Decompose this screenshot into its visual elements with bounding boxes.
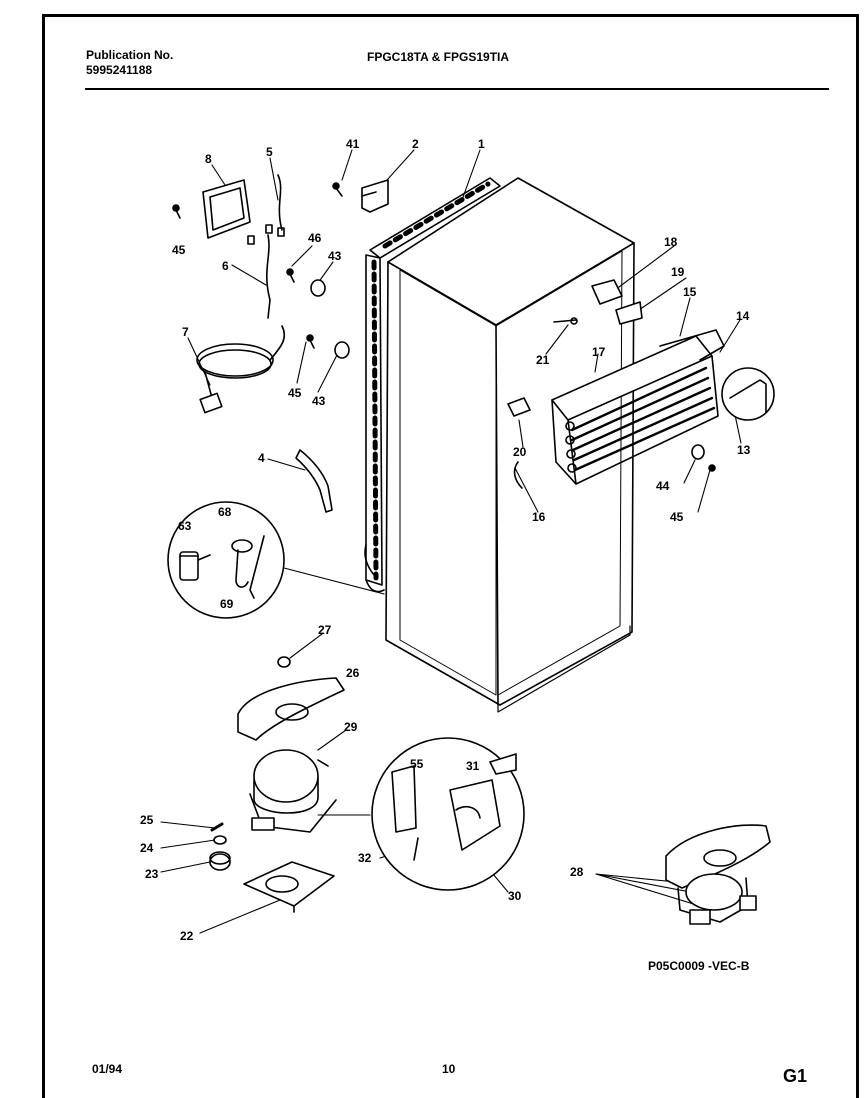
part-4-tube <box>295 449 333 513</box>
part-28-compressor-assembly <box>665 824 771 925</box>
part-18-19-brackets <box>591 279 643 325</box>
part-label: 7 <box>182 325 189 339</box>
refrigerator-cabinet <box>385 177 635 713</box>
part-label: 13 <box>737 443 751 457</box>
part-label: 15 <box>683 285 697 299</box>
part-13-sensor <box>721 367 775 421</box>
part-label: 23 <box>145 867 159 881</box>
part-label: 29 <box>344 720 358 734</box>
part-label: 55 <box>410 757 424 771</box>
header-rule <box>85 88 829 90</box>
page-frame-top <box>42 14 859 17</box>
part-7-power-cord <box>196 325 286 414</box>
part-label: 32 <box>358 851 372 865</box>
part-label: 19 <box>671 265 685 279</box>
part-label: 30 <box>508 889 522 903</box>
part-label: 8 <box>205 152 212 166</box>
part-29-compressor <box>249 749 337 833</box>
part-20-21-16 <box>507 317 578 489</box>
inset-detail-relay <box>371 737 525 891</box>
part-27-grommet <box>277 656 291 668</box>
part-2-bracket <box>361 179 389 213</box>
part-label: 27 <box>318 623 332 637</box>
footer-section-code: G1 <box>783 1066 808 1086</box>
part-label: 43 <box>328 249 342 263</box>
part-label: 26 <box>346 666 360 680</box>
part-label: 46 <box>308 231 322 245</box>
inset-detail-valve <box>167 501 285 619</box>
part-label: 6 <box>222 259 229 273</box>
page-frame-right <box>856 14 859 1098</box>
publication-number: 5995241188 <box>86 63 153 77</box>
part-label: 5 <box>266 145 273 159</box>
small-fasteners <box>172 182 716 472</box>
part-label: 24 <box>140 841 154 855</box>
parts-25-24-23-mounts <box>209 822 231 871</box>
part-label: 41 <box>346 137 360 151</box>
footer-date: 01/94 <box>92 1062 123 1076</box>
part-label: 21 <box>536 353 550 367</box>
part-label: 45 <box>172 243 186 257</box>
part-labels: 1 2 41 5 8 45 46 43 6 7 45 43 4 63 68 69… <box>140 137 751 943</box>
part-label: 68 <box>218 505 232 519</box>
part-label: 17 <box>592 345 606 359</box>
part-17-evaporator <box>551 329 725 485</box>
part-label: 2 <box>412 137 419 151</box>
part-label: 43 <box>312 394 326 408</box>
part-label: 18 <box>664 235 678 249</box>
part-label: 16 <box>532 510 546 524</box>
part-8-bracket-frame <box>202 179 251 239</box>
part-label: 28 <box>570 865 584 879</box>
part-label: 20 <box>513 445 527 459</box>
model-numbers: FPGC18TA & FPGS19TIA <box>367 50 510 64</box>
part-label: 14 <box>736 309 750 323</box>
figure-code: P05C0009 -VEC-B <box>648 959 750 973</box>
part-label: 63 <box>178 519 192 533</box>
part-label: 22 <box>180 929 194 943</box>
part-label: 45 <box>288 386 302 400</box>
part-label: 31 <box>466 759 480 773</box>
part-label: 4 <box>258 451 265 465</box>
condenser-coil <box>364 177 501 593</box>
part-22-base-bracket <box>243 861 335 913</box>
part-label: 25 <box>140 813 154 827</box>
part-label: 69 <box>220 597 234 611</box>
page-frame-left <box>42 14 45 1098</box>
part-26-drain-pan <box>237 677 345 741</box>
part-label: 45 <box>670 510 684 524</box>
footer-page-number: 10 <box>442 1062 456 1076</box>
part-5-6-wiring <box>247 174 285 319</box>
part-label: 1 <box>478 137 485 151</box>
part-label: 44 <box>656 479 670 493</box>
publication-label: Publication No. <box>86 48 174 62</box>
